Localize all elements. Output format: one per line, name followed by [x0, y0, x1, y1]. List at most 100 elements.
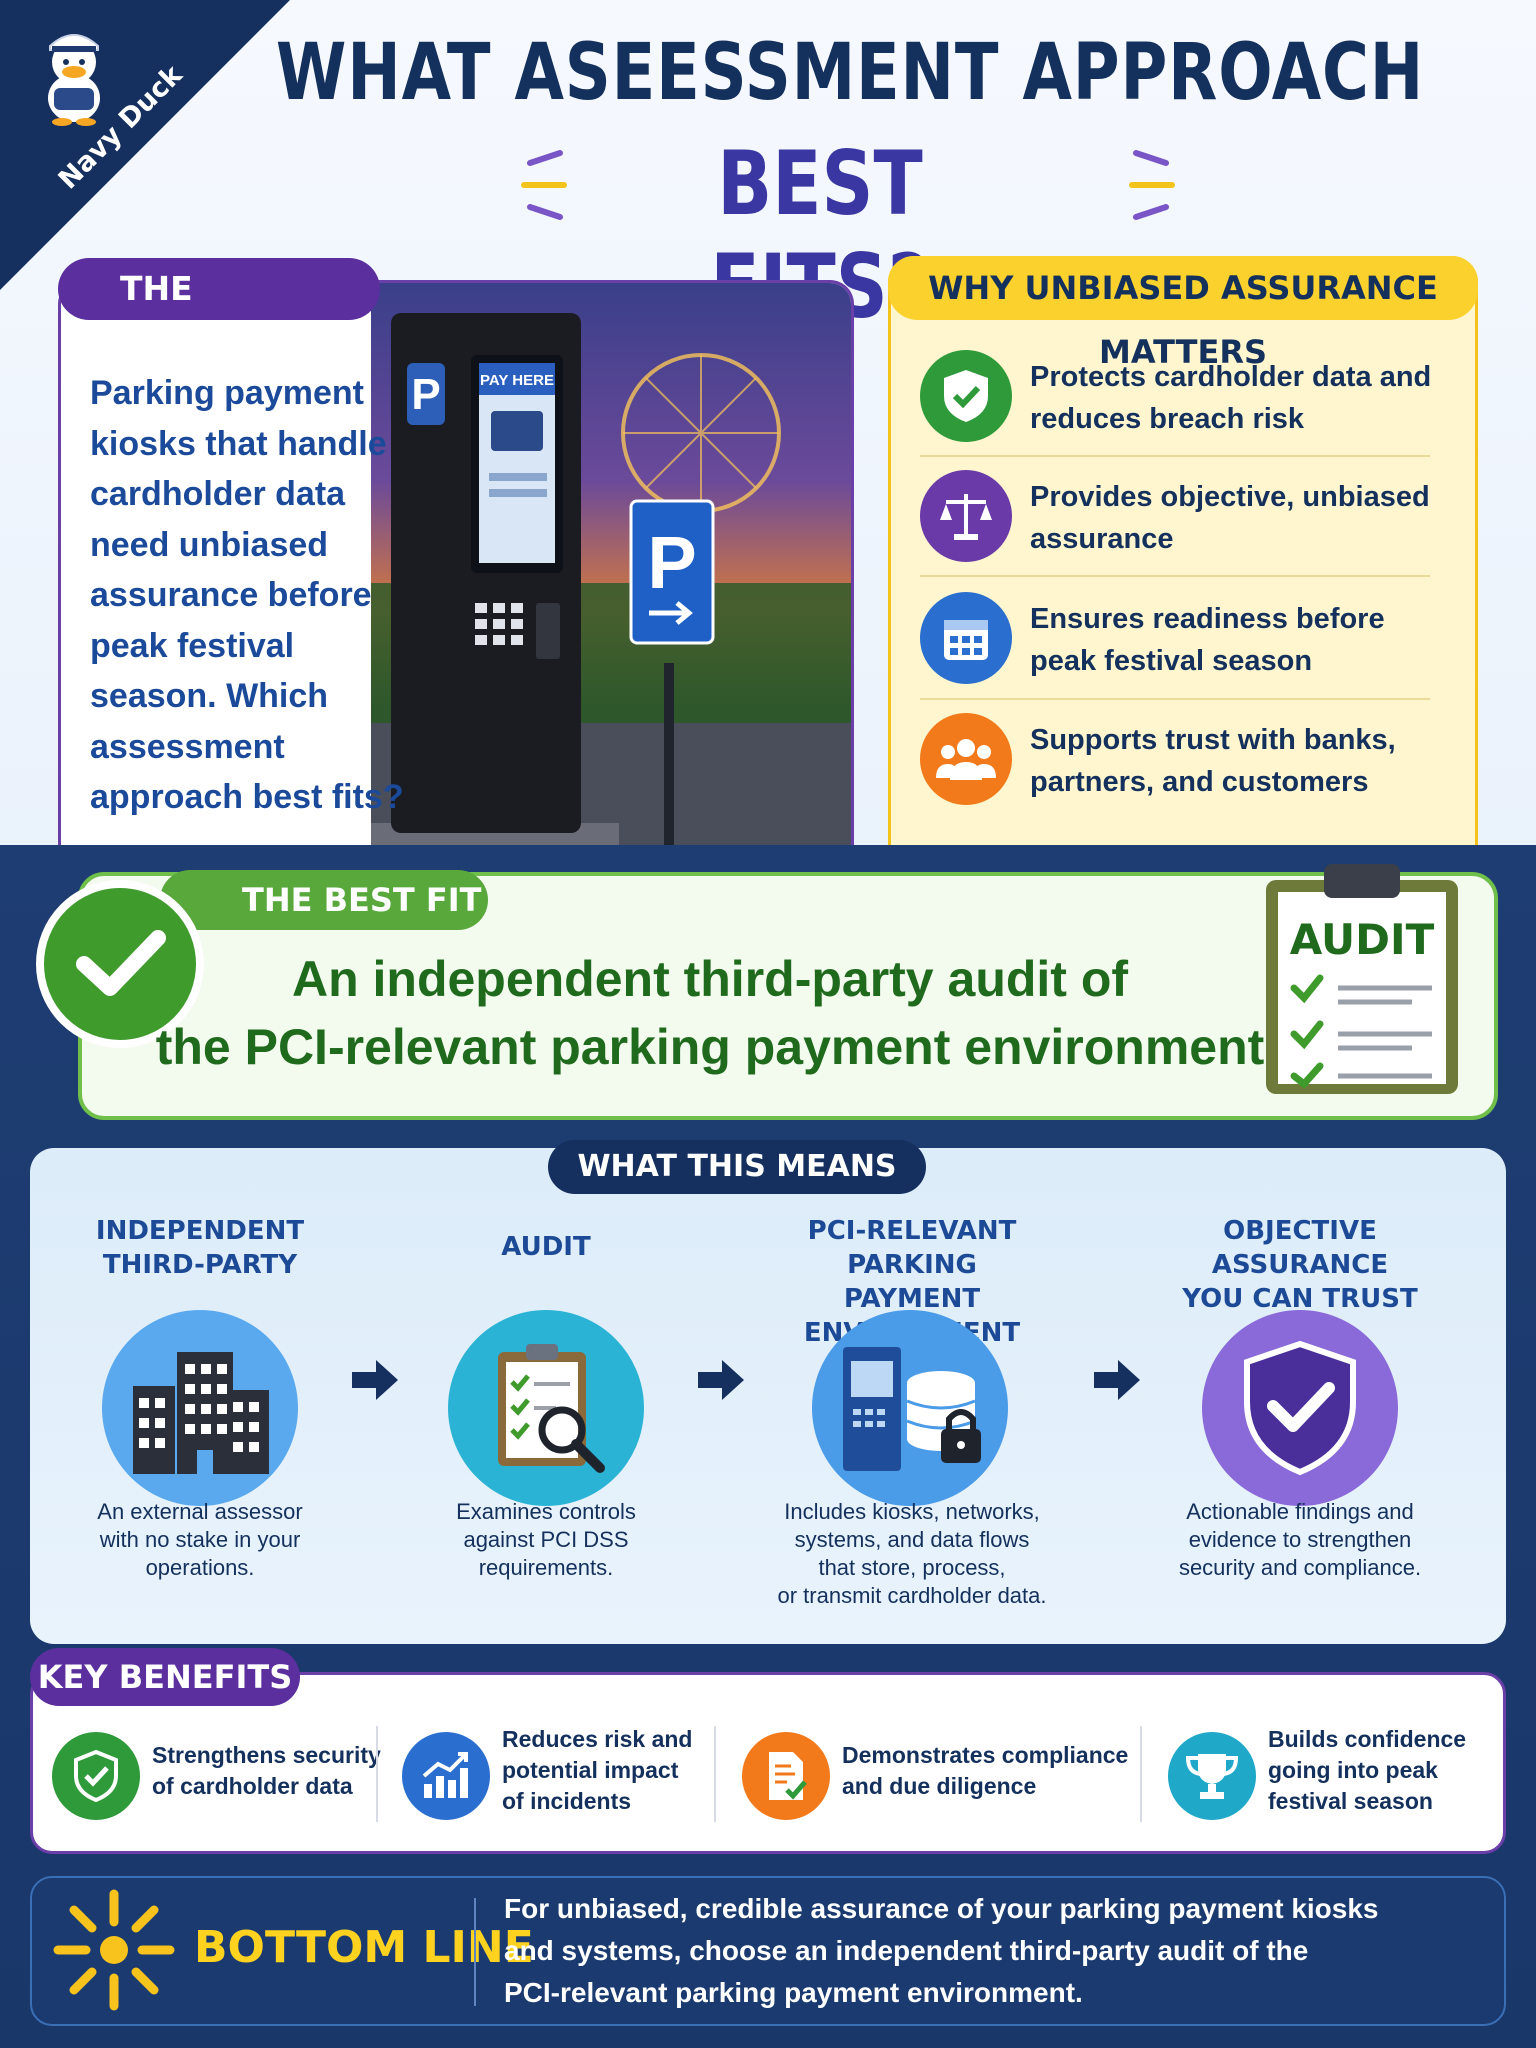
step-description-line: or transmit cardholder data.: [777, 1583, 1047, 1608]
step-title: OBJECTIVE ASSURANCE YOU CAN TRUST: [1140, 1214, 1460, 1316]
best-fit-headline: An independent third-party audit of: [291, 951, 1129, 1007]
document-check-icon: [742, 1732, 830, 1820]
step-title: INDEPENDENT THIRD-PARTY: [40, 1214, 360, 1282]
bottom-line-title: BOTTOM LINE: [194, 1922, 534, 1973]
step-title: PCI-RELEVANT PARKING PAYMENT ENVIRONMENT: [752, 1214, 1072, 1350]
kiosk-illustration: P PAY HERE P: [359, 313, 851, 845]
key-benefits-tab: KEY BENEFITS: [30, 1648, 300, 1706]
audit-clipboard-icon: AUDIT: [1266, 864, 1458, 1094]
question-card: P PAY HERE P: [58, 280, 854, 845]
clipboard-label: AUDIT: [1290, 915, 1435, 964]
benefit-item: Builds confidence going into peak festiv…: [1168, 1722, 1488, 1832]
benefit-text-line: Builds confidence: [1268, 1726, 1467, 1752]
divider: [474, 1898, 476, 2006]
step-description-line: An external assessor: [97, 1499, 303, 1524]
step-description-line: requirements.: [478, 1555, 614, 1580]
clipboard-magnifier-icon: [448, 1310, 644, 1506]
why-item: Provides objective, unbiased assurance: [920, 470, 1440, 580]
shield-check-icon: [920, 350, 1012, 442]
divider: [376, 1726, 378, 1822]
kiosk-scene-illustration: P PAY HERE P: [359, 283, 851, 845]
check-icon: [36, 880, 204, 1048]
why-item: Supports trust with banks, partners, and…: [920, 713, 1440, 823]
step-description-line: operations.: [145, 1555, 255, 1580]
step-description: Examines controls against PCI DSS requir…: [386, 1498, 706, 1582]
what-this-means-tab: WHAT THIS MEANS: [548, 1140, 926, 1194]
buildings-icon: [102, 1310, 298, 1506]
benefit-text-line: Reduces risk and: [502, 1726, 693, 1752]
benefit-text: Demonstrates compliance and due diligenc…: [842, 1740, 1132, 1802]
step-description: Includes kiosks, networks, systems, and …: [752, 1498, 1072, 1610]
benefit-text-line: of incidents: [502, 1788, 632, 1814]
trophy-icon: [1168, 1732, 1256, 1820]
why-item-text: Protects cardholder data and reduces bre…: [1030, 361, 1432, 435]
chart-up-icon: [402, 1732, 490, 1820]
sparkle-icon: [53, 1889, 175, 2011]
benefit-text-line: Demonstrates compliance: [842, 1742, 1129, 1768]
benefit-item: Strengthens security of cardholder data: [52, 1722, 381, 1832]
step-title-line: OBJECTIVE ASSURANCE: [1211, 1216, 1389, 1280]
step-title-line: AUDIT: [501, 1232, 591, 1262]
benefit-text-line: of cardholder data: [152, 1773, 353, 1799]
question-tab: THE QUESTION: [58, 258, 380, 370]
bottom-line-text-line: and systems, choose an independent third…: [504, 1935, 1309, 1966]
divider: [714, 1726, 716, 1822]
spark-lines-icon: [521, 150, 567, 220]
step-description-line: that store, process,: [818, 1555, 1006, 1580]
benefit-item: Demonstrates compliance and due diligenc…: [742, 1722, 1128, 1832]
benefit-text: Strengthens security of cardholder data: [152, 1740, 382, 1802]
bottom-line-text-line: For unbiased, credible assurance of your…: [504, 1893, 1379, 1924]
why-item-text: Ensures readiness before peak festival s…: [1030, 603, 1385, 677]
step-title-line: YOU CAN TRUST: [1182, 1284, 1418, 1314]
bottom-line-card: [30, 1876, 1506, 2026]
shield-check-icon: [1202, 1310, 1398, 1506]
question-text: Parking payment kiosks that handle cardh…: [90, 374, 404, 816]
step-description: An external assessor with no stake in yo…: [40, 1498, 360, 1582]
parking-sign-letter: P: [647, 521, 696, 604]
step-description-line: systems, and data flows: [794, 1527, 1030, 1552]
best-fit-headline: the PCI-relevant parking payment environ…: [155, 1019, 1265, 1075]
step-description-line: Includes kiosks, networks,: [784, 1499, 1040, 1524]
step-description-line: security and compliance.: [1178, 1555, 1422, 1580]
arrow-right-icon: [352, 1360, 398, 1400]
duck-mascot-icon: [48, 34, 100, 126]
step-description: Actionable findings and evidence to stre…: [1140, 1498, 1460, 1582]
why-item: Protects cardholder data and reduces bre…: [920, 350, 1440, 460]
benefit-text: Reduces risk and potential impact of inc…: [502, 1724, 732, 1817]
arrow-right-icon: [1094, 1360, 1140, 1400]
divider: [920, 698, 1430, 700]
step-description-line: Examines controls: [456, 1499, 636, 1524]
step-title-line: THIRD-PARTY: [102, 1250, 298, 1280]
step-description-line: Actionable findings and: [1186, 1499, 1414, 1524]
shield-check-icon: [52, 1732, 140, 1820]
calendar-icon: [920, 592, 1012, 684]
why-item: Ensures readiness before peak festival s…: [920, 592, 1440, 702]
step-title-line: INDEPENDENT: [95, 1216, 305, 1246]
divider: [1140, 1726, 1142, 1822]
step-description-line: with no stake in your: [99, 1527, 301, 1552]
divider: [920, 575, 1430, 577]
benefit-text-line: and due diligence: [842, 1773, 1037, 1799]
why-item-text: Supports trust with banks, partners, and…: [1030, 724, 1396, 798]
scales-icon: [920, 470, 1012, 562]
people-icon: [920, 713, 1012, 805]
why-item-text: Provides objective, unbiased assurance: [1030, 481, 1430, 555]
kiosk-screen-label: PAY HERE: [480, 372, 554, 389]
step-description-line: evidence to strengthen: [1188, 1527, 1412, 1552]
spark-lines-icon: [1129, 150, 1175, 220]
kiosk-p-logo: P: [411, 370, 440, 419]
divider: [920, 455, 1430, 457]
benefit-text-line: potential impact: [502, 1757, 679, 1783]
why-tab: WHY UNBIASED ASSURANCE MATTERS: [888, 256, 1478, 371]
bottom-line-text-line: PCI-relevant parking payment environment…: [504, 1977, 1083, 2008]
bottom-line-text: For unbiased, credible assurance of your…: [504, 1888, 1424, 2014]
arrow-right-icon: [698, 1360, 744, 1400]
benefit-text-line: going into peak: [1268, 1757, 1438, 1783]
benefit-text-line: Strengthens security: [152, 1742, 381, 1768]
benefit-text-line: festival season: [1268, 1788, 1433, 1814]
benefit-text: Builds confidence going into peak festiv…: [1268, 1724, 1498, 1817]
kiosk-database-lock-icon: [812, 1310, 1008, 1506]
benefit-item: Reduces risk and potential impact of inc…: [402, 1722, 722, 1832]
best-fit-tab: THE BEST FIT: [160, 870, 488, 930]
step-title: AUDIT: [386, 1230, 706, 1264]
